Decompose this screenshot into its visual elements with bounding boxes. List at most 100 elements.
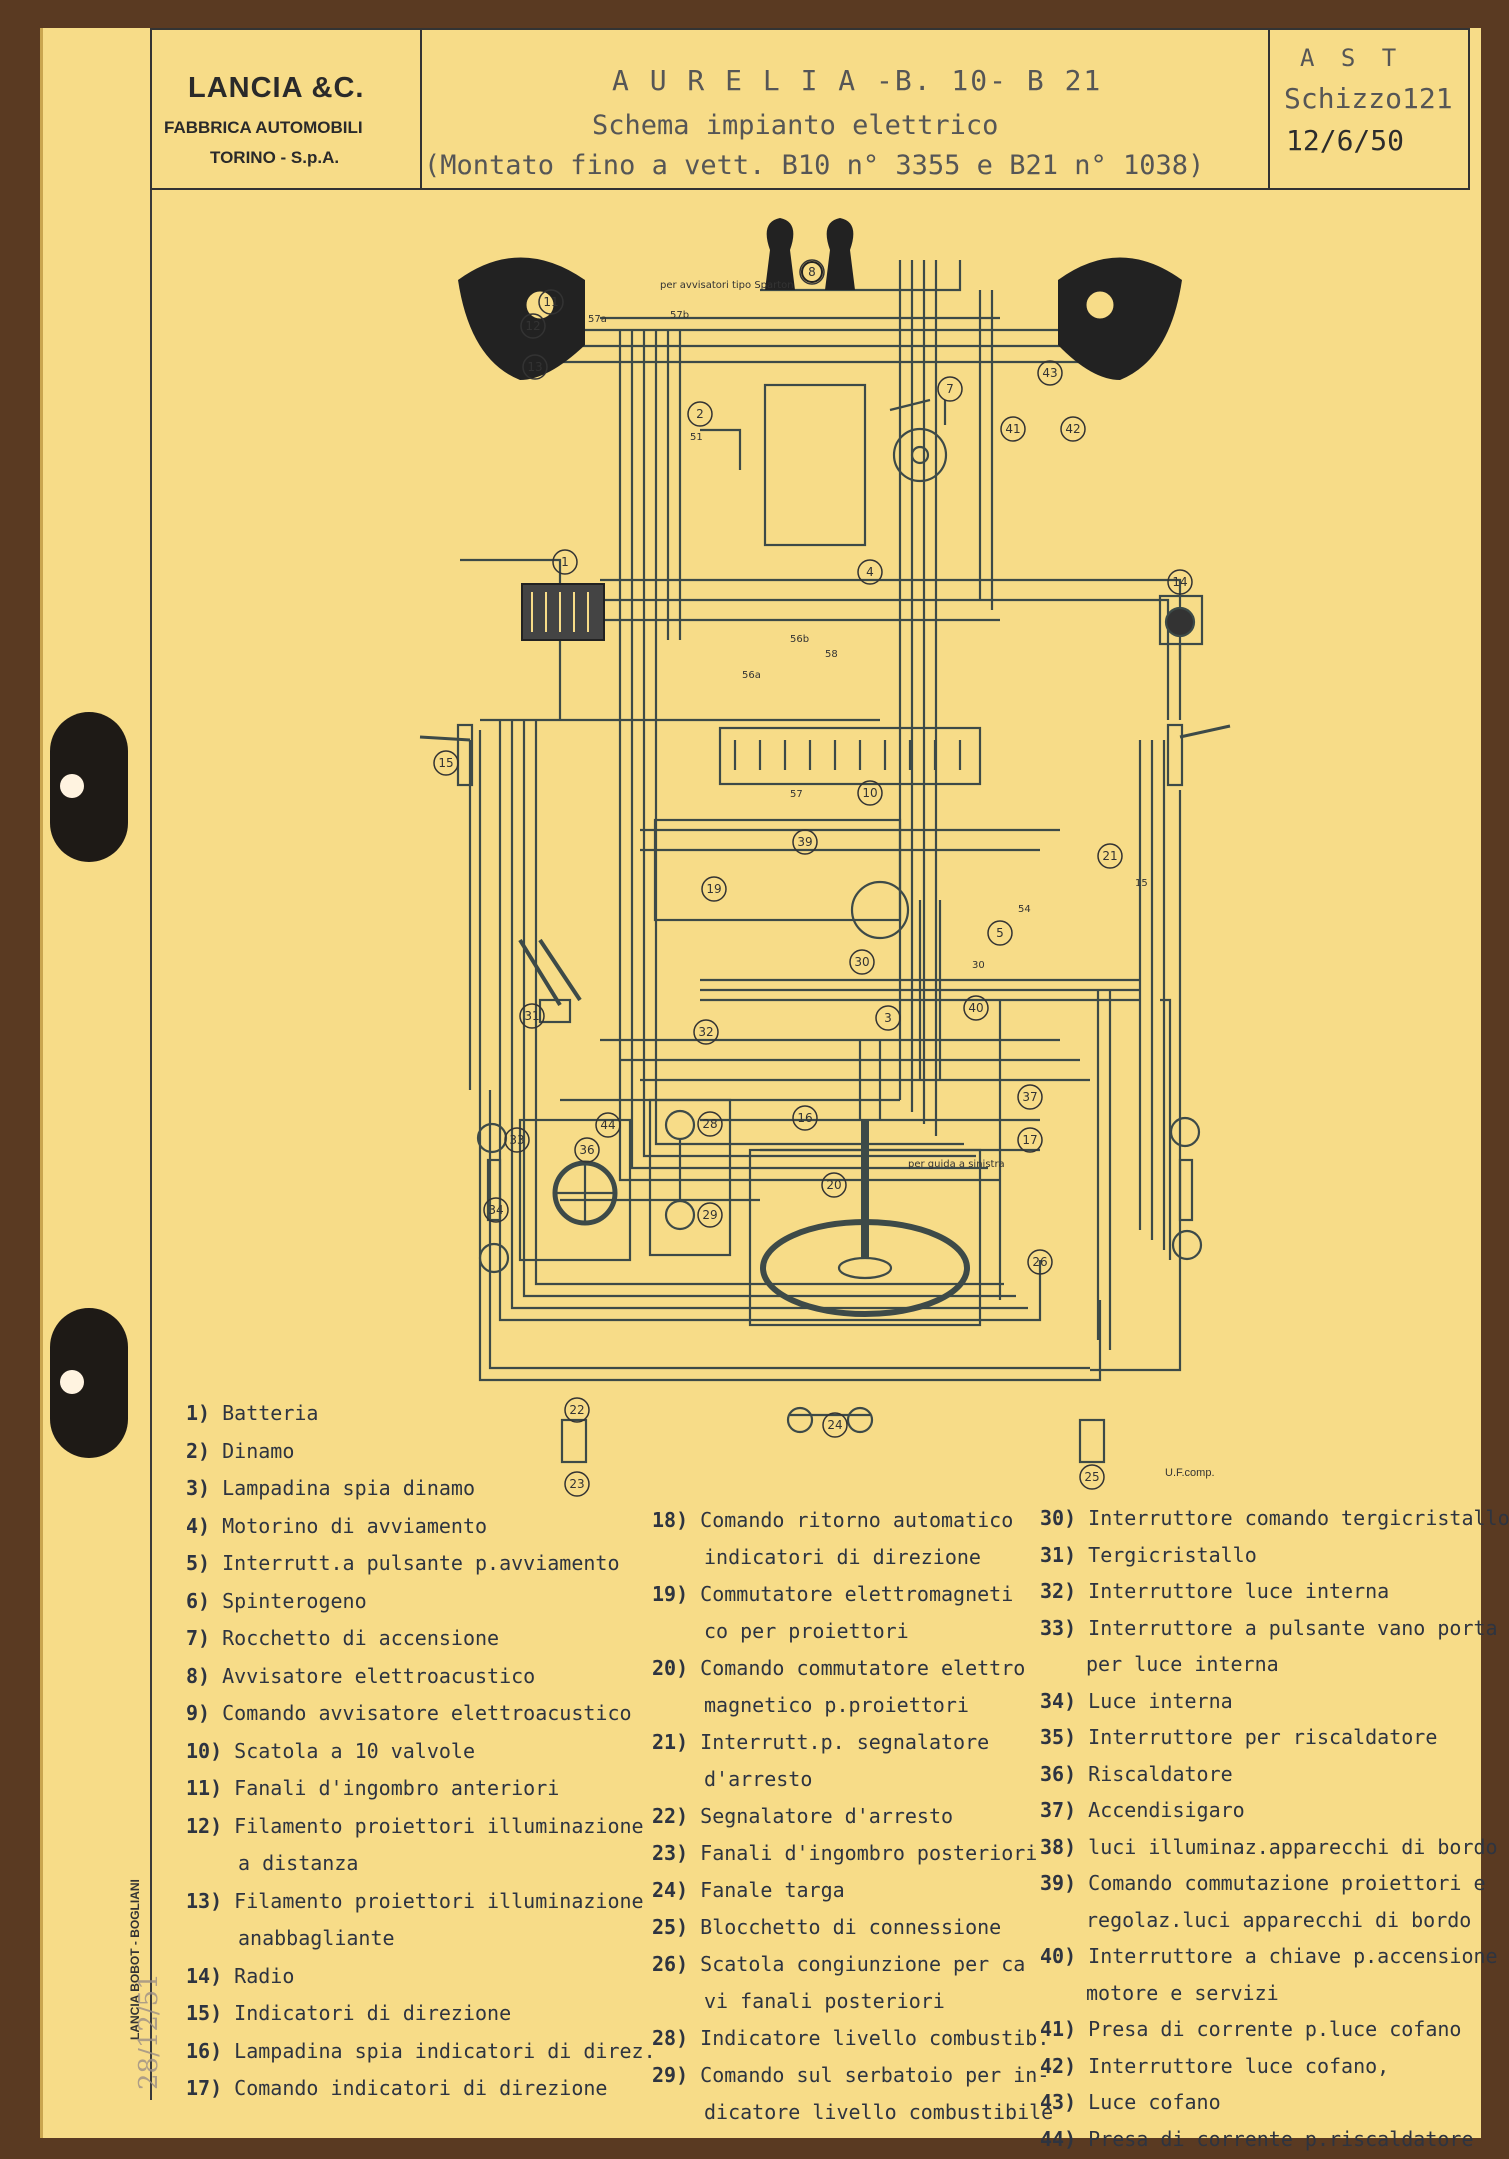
svg-text:32: 32 bbox=[698, 1025, 713, 1039]
svg-text:25: 25 bbox=[1084, 1470, 1099, 1484]
callout-2: 2 bbox=[687, 401, 713, 427]
svg-text:15: 15 bbox=[438, 756, 453, 770]
legend-row: 35) Interruttore per riscaldatore bbox=[1040, 1725, 1438, 1749]
callout-22: 22 bbox=[564, 1397, 590, 1423]
legend-row: a distanza bbox=[238, 1851, 359, 1875]
svg-text:39: 39 bbox=[797, 835, 812, 849]
legend-row: 7) Rocchetto di accensione bbox=[186, 1626, 500, 1650]
legend-row: 15) Indicatori di direzione bbox=[186, 2001, 512, 2025]
legend-column-1: 1) Batteria 2) Dinamo 3) Lampadina spia … bbox=[186, 1395, 656, 2108]
guide-note: per guida a sinistra bbox=[908, 1159, 1005, 1170]
callout-21: 21 bbox=[1097, 843, 1123, 869]
legend-row: 24) Fanale targa bbox=[652, 1878, 845, 1902]
cross-connections bbox=[460, 558, 1182, 1300]
legend-row: 10) Scatola a 10 valvole bbox=[186, 1738, 475, 1763]
callout-14: 14 bbox=[1167, 569, 1193, 595]
callout-30: 30 bbox=[849, 949, 875, 975]
battery bbox=[521, 583, 605, 641]
svg-text:29: 29 bbox=[702, 1208, 717, 1222]
commutator-box bbox=[653, 818, 910, 940]
wire-label-56b: 56b bbox=[790, 634, 809, 645]
svg-text:16: 16 bbox=[797, 1111, 812, 1125]
callout-39: 39 bbox=[792, 829, 818, 855]
callout-5: 5 bbox=[987, 920, 1013, 946]
callout-12: 12 bbox=[520, 313, 546, 339]
legend-row: 13) Filamento proiettori illuminazione bbox=[186, 1888, 644, 1913]
sketch-number: Schizzo121 bbox=[1284, 82, 1453, 115]
wire-label-57: 57 bbox=[790, 789, 803, 800]
wire-labels: per avvisatori tipo Sparton 57a 57b 56b … bbox=[588, 280, 1148, 1170]
svg-text:26: 26 bbox=[1032, 1255, 1047, 1269]
company-cell: LANCIA &C. FABBRICA AUTOMOBILI TORINO - … bbox=[152, 30, 422, 188]
callout-43: 43 bbox=[1037, 360, 1063, 386]
callout-19: 19 bbox=[701, 876, 727, 902]
drawing-sheet bbox=[40, 28, 1481, 2138]
binder-hole bbox=[50, 1308, 128, 1458]
legend-row: 11) Fanali d'ingombro anteriori bbox=[186, 1776, 560, 1800]
engine-panel bbox=[700, 383, 948, 547]
svg-text:3: 3 bbox=[884, 1011, 892, 1025]
svg-text:14: 14 bbox=[1172, 575, 1187, 589]
drawing-note: (Montato fino a vett. B10 n° 3355 e B21 … bbox=[424, 150, 1205, 181]
company-subtitle: FABBRICA AUTOMOBILI bbox=[164, 118, 363, 137]
wire-label-58: 58 bbox=[825, 649, 838, 660]
svg-text:4: 4 bbox=[866, 565, 874, 579]
legend-column-3: 30) Interruttore comando tergicristallo … bbox=[1040, 1500, 1509, 2157]
component-callouts: 1 2 3 4 5 7 8 10 11 12 13 14 15 16 17 19… bbox=[433, 259, 1193, 1497]
legend-row: 32) Interruttore luce interna bbox=[1040, 1579, 1390, 1603]
title-block: LANCIA &C. FABBRICA AUTOMOBILI TORINO - … bbox=[150, 28, 1470, 190]
legend-row: 5) Interrutt.a pulsante p.avviamento bbox=[186, 1551, 620, 1575]
callout-42: 42 bbox=[1060, 416, 1086, 442]
legend-row: 9) Comando avvisatore elettroacustico bbox=[186, 1701, 632, 1725]
callout-8: 8 bbox=[799, 259, 825, 285]
legend-row: vi fanali posteriori bbox=[704, 1989, 945, 2013]
fuse-box bbox=[718, 726, 982, 786]
legend-row: 33) Interruttore a pulsante vano porta bbox=[1040, 1615, 1498, 1640]
wire-label-51: 51 bbox=[690, 432, 703, 443]
draftsman-mark: U.F.comp. bbox=[1165, 1467, 1215, 1479]
svg-text:24: 24 bbox=[827, 1418, 842, 1432]
handwritten-date: 28/12/51 bbox=[134, 1973, 164, 2090]
legend-row: dicatore livello combustibile bbox=[704, 2100, 1054, 2124]
wire-label-30: 30 bbox=[972, 960, 985, 971]
callout-3: 3 bbox=[875, 1005, 901, 1031]
binder-hole bbox=[50, 712, 128, 862]
legend-row: 36) Riscaldatore bbox=[1040, 1761, 1233, 1786]
svg-text:17: 17 bbox=[1022, 1133, 1037, 1147]
svg-text:8: 8 bbox=[808, 265, 816, 279]
legend-row: 23) Fanali d'ingombro posteriori bbox=[652, 1841, 1038, 1865]
svg-text:40: 40 bbox=[968, 1001, 983, 1015]
legend-row: 39) Comando commutazione proiettori e bbox=[1040, 1871, 1486, 1895]
svg-text:23: 23 bbox=[569, 1477, 584, 1491]
legend-row: 31) Tergicristallo bbox=[1040, 1542, 1257, 1567]
callout-36: 36 bbox=[574, 1137, 600, 1163]
wire-label-56a: 56a bbox=[742, 670, 761, 681]
svg-text:36: 36 bbox=[579, 1143, 594, 1157]
svg-text:31: 31 bbox=[524, 1009, 539, 1023]
svg-text:21: 21 bbox=[1102, 849, 1117, 863]
svg-text:12: 12 bbox=[525, 319, 540, 333]
svg-text:28: 28 bbox=[702, 1117, 717, 1131]
horn-note: per avvisatori tipo Sparton bbox=[660, 280, 794, 291]
rear-lights bbox=[560, 1406, 1106, 1464]
legend-row: 29) Comando sul serbatoio per in- bbox=[652, 2063, 1050, 2087]
callout-20: 20 bbox=[821, 1172, 847, 1198]
callout-34: 34 bbox=[483, 1197, 509, 1223]
drawing-subject: Schema impianto elettrico bbox=[592, 110, 999, 141]
legend-row: 38) luci illuminaz.apparecchi di bordo bbox=[1040, 1834, 1498, 1859]
callout-23: 23 bbox=[564, 1471, 590, 1497]
legend-row: 43) Luce cofano bbox=[1040, 2090, 1221, 2114]
wire-label-57b: 57b bbox=[670, 310, 689, 321]
wiper-assembly bbox=[518, 938, 582, 1024]
svg-text:43: 43 bbox=[1042, 366, 1057, 380]
legend-row: 42) Interruttore luce cofano, bbox=[1040, 2053, 1390, 2078]
fuel-gauge-panel bbox=[648, 1098, 732, 1257]
callout-1: 1 bbox=[552, 549, 578, 575]
legend-row: 30) Interruttore comando tergicristallo bbox=[1040, 1506, 1509, 1530]
callout-32: 32 bbox=[693, 1019, 719, 1045]
legend-row: anabbagliante bbox=[238, 1926, 395, 1950]
company-name: LANCIA &C. bbox=[188, 72, 365, 104]
legend-row: d'arresto bbox=[704, 1767, 813, 1791]
legend-row: 19) Commutatore elettromagneti bbox=[652, 1582, 1014, 1606]
steering-wheel bbox=[748, 1120, 982, 1327]
